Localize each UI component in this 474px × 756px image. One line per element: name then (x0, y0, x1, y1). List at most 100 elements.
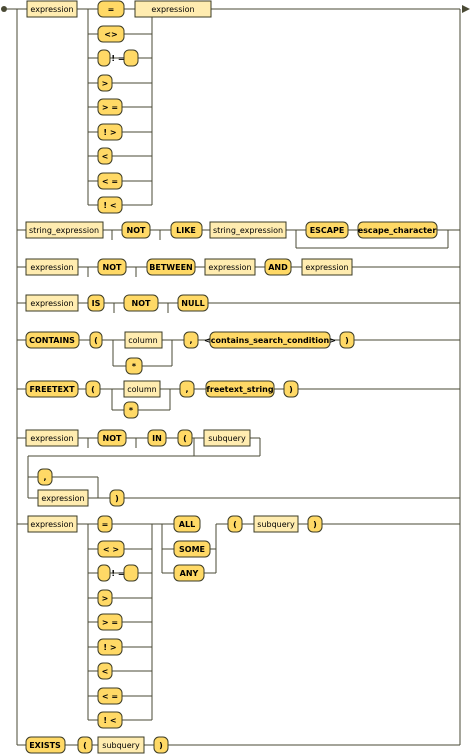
nonterminal-subquery-label: subquery (208, 434, 246, 443)
terminal-op-nlt (97, 711, 123, 729)
nonterminal-expression (25, 258, 79, 276)
terminal-op-not-eq-label: ! = (111, 54, 124, 63)
terminal-any-label: ANY (180, 569, 199, 578)
terminal-some (173, 540, 211, 558)
terminal-all (173, 515, 201, 533)
terminal-close-paren (307, 515, 323, 533)
nonterminal-expression-right-label: expression (151, 5, 194, 14)
terminal-op-not-eq-label: ! = (111, 569, 124, 578)
terminal-star-label: * (132, 362, 137, 371)
terminal-open-paren-label: ( (233, 520, 237, 529)
terminal-close-paren (283, 380, 299, 398)
nonterminal-expression-list-label: expression (41, 494, 84, 503)
nonterminal-column (124, 331, 163, 349)
nonterminal-expression-label: expression (30, 434, 73, 443)
nonterminal-expression-label: expression (30, 263, 73, 272)
terminal-op-le (97, 172, 123, 190)
terminal-not (123, 294, 159, 312)
terminal-null-label: NULL (181, 299, 204, 308)
terminal-freetext-label: FREETEXT (29, 385, 75, 394)
terminal-comma (183, 331, 199, 349)
terminal-not-label: NOT (103, 434, 122, 443)
connector-lines (1, 5, 470, 746)
terminal-escape-label: ESCAPE (310, 226, 345, 235)
terminal-close-paren (109, 489, 125, 507)
terminal-op-ne-label: < > (103, 545, 119, 554)
terminal-escape-character (357, 221, 438, 239)
terminal-op-ngt-label: ! > (103, 643, 116, 652)
nonterminal-expression-label: expression (30, 5, 73, 14)
terminal-op-lt (97, 662, 113, 680)
terminal-op-nlt-label: ! < (103, 716, 116, 725)
terminal-op-ne (97, 540, 125, 558)
terminal-comma-label: , (189, 336, 192, 345)
nonterminal-subquery (203, 429, 251, 447)
terminal-not (97, 429, 127, 447)
terminal-contains-label: CONTAINS (29, 336, 75, 345)
terminal-open-paren (77, 736, 93, 754)
terminal-op-gt-label: > (102, 594, 109, 603)
terminal-in-label: IN (152, 434, 162, 443)
terminal-freetext (25, 380, 79, 398)
terminal-is-label: IS (92, 299, 101, 308)
nonterminal-column-label: column (127, 385, 156, 394)
row-contains: CONTAINS ( column * , <contains_search_c… (25, 331, 355, 375)
terminal-open-paren-label: ( (91, 385, 95, 394)
terminal-bang (97, 49, 111, 67)
terminal-op-ge-label: > = (102, 618, 118, 627)
row-in: expression NOT IN ( subquery , expressio… (25, 429, 251, 507)
terminal-some-label: SOME (179, 545, 205, 554)
nonterminal-column-label: column (128, 336, 157, 345)
terminal-op-lt-label: < (102, 667, 109, 676)
nonterminal-column (123, 380, 161, 398)
terminal-like-label: LIKE (176, 226, 196, 235)
terminal-not-label: NOT (103, 263, 122, 272)
terminal-not (97, 258, 127, 276)
terminal-is (87, 294, 105, 312)
terminal-bang (97, 564, 111, 582)
terminal-op-nlt-label: ! < (103, 201, 116, 210)
terminal-null (177, 294, 209, 312)
terminal-comma (179, 380, 195, 398)
row-quantified: expression = < > ! = > > = ! > < < = ! <… (27, 515, 323, 729)
nonterminal-expression-label: expression (30, 299, 73, 308)
terminal-and (264, 258, 292, 276)
terminal-contains (25, 331, 80, 349)
terminal-not-label: NOT (132, 299, 151, 308)
terminal-and-label: AND (268, 263, 288, 272)
terminal-exists (25, 736, 66, 754)
nonterminal-expression-list (37, 489, 89, 507)
terminal-open-paren (177, 429, 193, 447)
terminal-open-paren (227, 515, 243, 533)
nonterminal-expression (25, 294, 79, 312)
terminal-freetext-string (205, 380, 275, 398)
terminal-in (147, 429, 167, 447)
terminal-any (173, 564, 205, 582)
terminal-all-label: ALL (179, 520, 195, 529)
nonterminal-subquery-label: subquery (102, 741, 140, 750)
terminal-op-le (97, 687, 123, 705)
row-freetext: FREETEXT ( column * , freetext_string ) (25, 380, 299, 419)
nonterminal-expression (25, 429, 79, 447)
row-comparison: expression = <> ! = > > = ! > < < = ! < … (26, 0, 212, 214)
nonterminal-string-expression (25, 221, 104, 239)
terminal-between-label: BETWEEN (149, 263, 192, 272)
terminal-op-lt (97, 147, 113, 165)
terminal-op-ne-label: <> (104, 30, 117, 39)
row-is-null: expression IS NOT NULL (25, 294, 209, 312)
terminal-op-ne (97, 25, 125, 43)
terminal-op-eq-label: = (108, 5, 115, 14)
terminal-close-paren-label: ) (289, 385, 293, 394)
terminal-close-paren-label: ) (159, 741, 163, 750)
terminal-not (121, 221, 151, 239)
terminal-close-paren-label: ) (313, 520, 317, 529)
terminal-close-paren (339, 331, 355, 349)
terminal-op-ge (97, 613, 123, 631)
terminal-like (170, 221, 203, 239)
terminal-eq (123, 564, 139, 582)
terminal-op-ngt (97, 123, 123, 141)
terminal-open-paren (85, 380, 101, 398)
nonterminal-subquery (253, 515, 299, 533)
terminal-op-le-label: < = (102, 177, 118, 186)
